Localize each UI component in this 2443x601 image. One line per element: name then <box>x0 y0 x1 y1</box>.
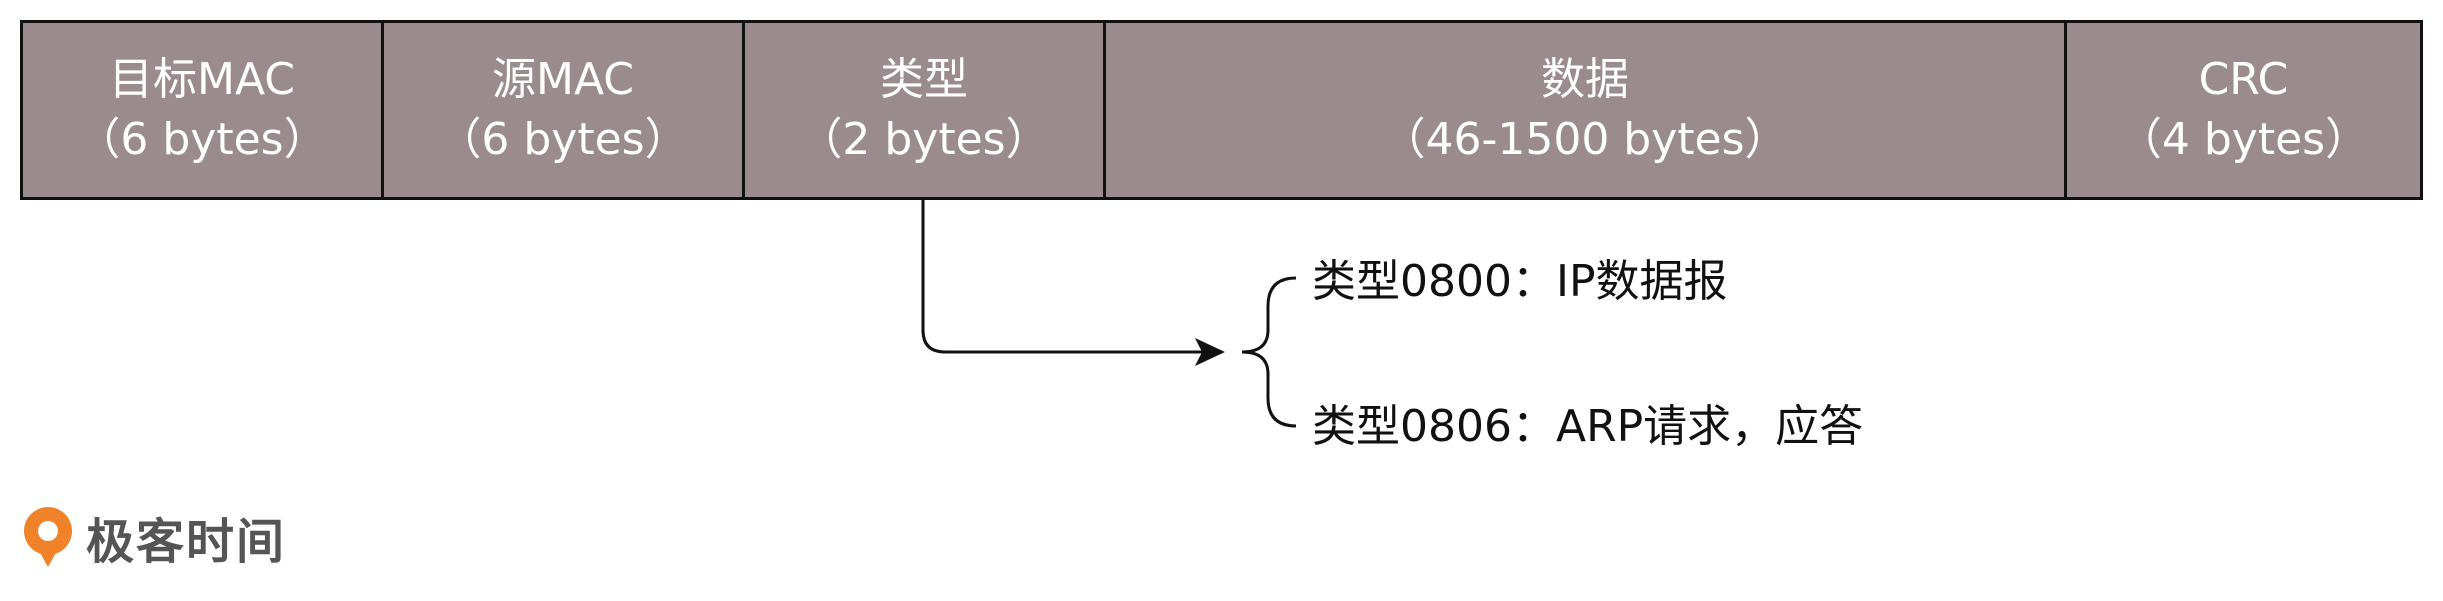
field-name: CRC <box>2198 54 2289 105</box>
type-value-ip: 类型0800：IP数据报 <box>1312 256 1728 307</box>
field-size: （46-1500 bytes） <box>1381 114 1789 165</box>
arrow-head-icon <box>1195 338 1225 366</box>
field-data: 数据 （46-1500 bytes） <box>1106 23 2067 197</box>
field-crc: CRC （4 bytes） <box>2067 23 2420 197</box>
field-name: 数据 <box>1541 54 1629 105</box>
field-size: （4 bytes） <box>2117 114 2370 165</box>
field-destination-mac: 目标MAC （6 bytes） <box>23 23 384 197</box>
field-size: （6 bytes） <box>76 114 328 165</box>
field-name: 类型 <box>880 54 968 105</box>
field-source-mac: 源MAC （6 bytes） <box>384 23 745 197</box>
type-value-arp: 类型0806：ARP请求，应答 <box>1312 401 1864 452</box>
ethernet-frame-table: 目标MAC （6 bytes） 源MAC （6 bytes） 类型 （2 byt… <box>20 20 2423 200</box>
type-arrow-line <box>921 200 1205 354</box>
field-size: （2 bytes） <box>798 114 1050 165</box>
field-size: （6 bytes） <box>437 114 689 165</box>
field-name: 源MAC <box>491 54 634 105</box>
brand-name: 极客时间 <box>86 514 287 570</box>
field-type: 类型 （2 bytes） <box>745 23 1106 197</box>
brand-logo: 极客时间 <box>20 502 286 572</box>
geektime-logo-icon <box>24 507 72 567</box>
field-name: 目标MAC <box>108 54 295 105</box>
curly-brace-icon <box>1241 276 1297 428</box>
